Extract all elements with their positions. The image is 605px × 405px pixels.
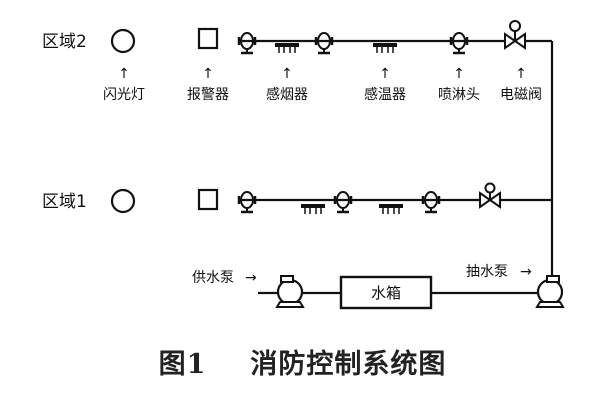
solenoid-valve-icon <box>479 182 501 209</box>
sprinkler-icon <box>449 32 469 55</box>
temp-detector-icon <box>379 204 403 214</box>
water-tank-label: 水箱 <box>371 284 401 302</box>
flash-light-icon <box>110 28 136 54</box>
suction-pump-label: 抽水泵 <box>466 264 508 280</box>
smoke-detector-label: 感烟器 <box>266 86 308 103</box>
suction-pump-icon <box>535 275 565 308</box>
figure-title: 消防控制系统图 <box>250 349 447 380</box>
alarm-icon <box>197 27 219 50</box>
indicator-arrow-icon: ↑ <box>453 66 465 82</box>
smoke-detector-icon <box>275 43 299 53</box>
zone1-label: 区域1 <box>42 192 87 212</box>
solenoid-valve-icon <box>504 20 526 50</box>
sprinkler-icon <box>333 191 353 214</box>
temp-detector-icon <box>373 43 397 53</box>
alarm-label: 报警器 <box>187 87 229 103</box>
supply-pump-icon <box>275 275 305 308</box>
right-arrow-icon: → <box>520 264 532 280</box>
supply-pump-label: 供水泵 <box>192 270 234 286</box>
sprinkler-label: 喷淋头 <box>438 87 480 103</box>
indicator-arrow-icon: ↑ <box>118 66 130 82</box>
figure-number: 图1 <box>158 349 207 380</box>
flash-light-icon <box>110 188 136 214</box>
indicator-arrow-icon: ↑ <box>379 66 391 82</box>
indicator-arrow-icon: ↑ <box>281 66 293 82</box>
sprinkler-icon <box>237 32 257 55</box>
indicator-arrow-icon: ↑ <box>202 66 214 82</box>
sprinkler-icon <box>421 191 441 214</box>
alarm-icon <box>197 188 219 211</box>
sprinkler-icon <box>237 191 257 214</box>
temp-detector-label: 感温器 <box>364 86 406 103</box>
solenoid-valve-label: 电磁阀 <box>500 87 542 103</box>
right-arrow-icon: → <box>245 270 257 286</box>
zone2-label: 区域2 <box>42 32 87 52</box>
indicator-arrow-icon: ↑ <box>515 66 527 82</box>
figure-caption: 图1 消防控制系统图 <box>0 342 605 381</box>
sprinkler-icon <box>314 32 334 55</box>
smoke-detector-icon <box>301 204 325 214</box>
flash-light-label: 闪光灯 <box>103 87 145 103</box>
water-tank <box>339 275 433 310</box>
